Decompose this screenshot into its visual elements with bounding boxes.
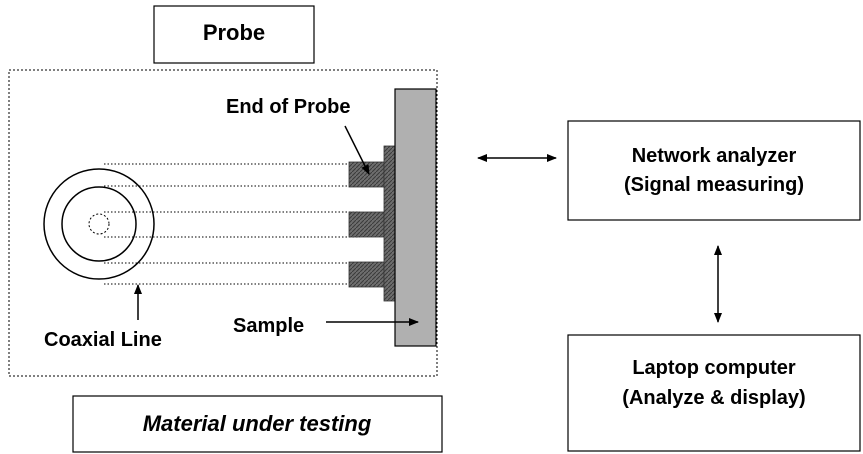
probe-end: [348, 145, 397, 302]
probe-label: Probe: [203, 20, 265, 45]
probe-box: Probe: [153, 5, 315, 64]
network-analyzer-line1: Network analyzer: [632, 145, 797, 167]
end-of-probe-label: End of Probe: [226, 96, 350, 118]
material-label: Material under testing: [143, 411, 372, 436]
end-of-probe-arrow: [344, 125, 370, 175]
test-region-border: [8, 69, 438, 377]
material-box: Material under testing: [72, 395, 443, 453]
coaxial-line-label: Coaxial Line: [44, 329, 162, 351]
network-analyzer-box: Network analyzer (Signal measuring): [567, 120, 861, 221]
laptop-line1: Laptop computer: [632, 357, 796, 379]
coaxial-field-lines: [104, 163, 360, 285]
coaxial-line-graphic: [43, 168, 155, 280]
sample-label: Sample: [233, 315, 304, 337]
network-analyzer-line2: (Signal measuring): [624, 174, 804, 196]
laptop-computer-box: Laptop computer (Analyze & display): [567, 334, 861, 452]
laptop-line2: (Analyze & display): [622, 387, 805, 409]
sample-slab: [394, 88, 437, 347]
